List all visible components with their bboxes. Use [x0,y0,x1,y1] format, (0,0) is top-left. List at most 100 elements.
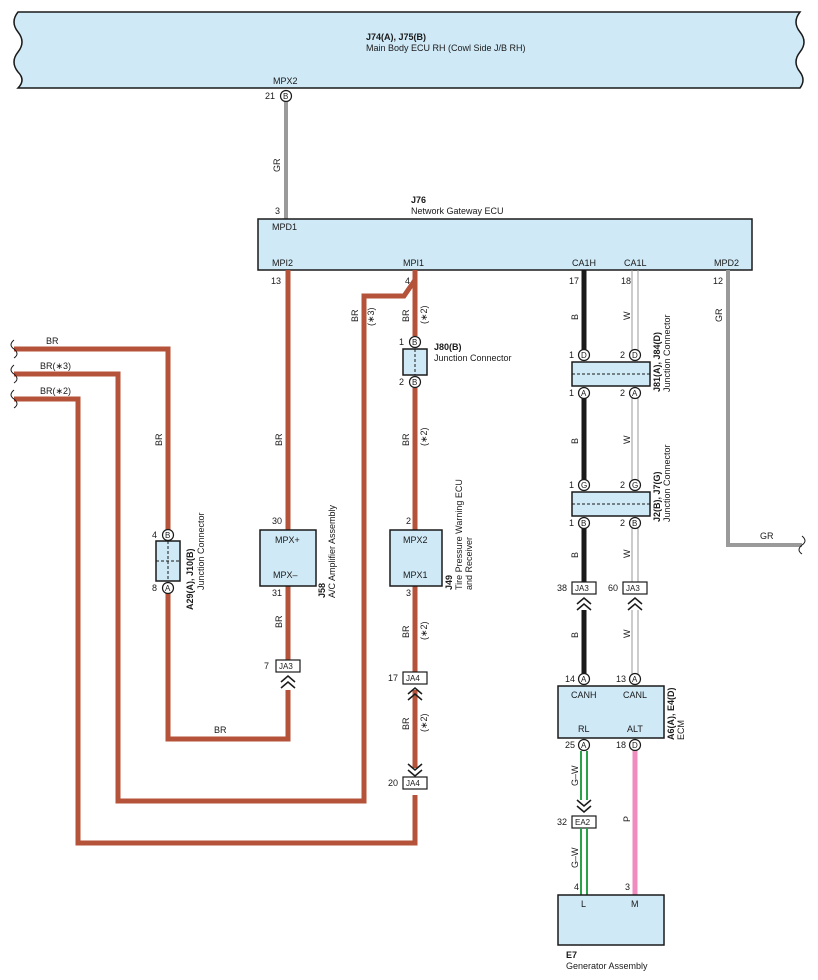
wire-label-br-mpi1: BR [401,309,411,322]
ecm-canh-num: 14 [565,674,575,684]
wire-label-w-1: W [622,311,632,320]
ecm-rl-pin [577,738,591,752]
wire-label-br-mpi1-suffix: (∗2) [419,305,429,324]
a29-bottom-num: 8 [152,583,157,593]
j81-top2-letter: D [632,351,638,360]
ecm-box [557,685,665,739]
a29-top-num: 4 [152,530,157,540]
ja3-38-chevron [576,597,592,611]
break-mark-gr-right [798,535,806,555]
ja4-17-box [402,671,428,685]
j2-bot1-num: 1 [569,518,574,528]
j2-bot2-num: 2 [620,518,625,528]
j58-name: A/C Amplifier Assembly [327,504,337,598]
wire-label-gr-3: GR [760,531,774,541]
wire-label-br-top: BR [46,336,59,346]
j81-code: J81(A), J84(D) [652,332,662,392]
j81-top1-letter: D [581,351,587,360]
ea2-box [571,815,597,829]
gateway-ecu-name: Network Gateway ECU [411,206,504,216]
j49-name-1: Tire Pressure Warning ECU [454,479,464,590]
wire-label-br-j49-suffix: (∗2) [419,621,429,640]
wire-label-br-j80: BR [401,433,411,446]
wire-br-top [14,346,171,530]
main-body-ecu-pin-num: 21 [265,91,275,101]
ja3-60-num: 60 [608,583,618,593]
j80-top-num: 1 [399,337,404,347]
j2-bot2-pin [628,516,642,530]
wire-label-br3-vert: BR [350,309,360,322]
wire-label-br-j58: BR [274,615,284,628]
gateway-pin-ca1h-num: 17 [569,276,579,286]
wire-label-br-a29: BR [154,433,164,446]
ecm-canl-letter: A [632,675,638,684]
ja4-20-num: 20 [388,778,398,788]
j2-top2-letter: G [632,481,638,490]
ja4-20-box [402,776,428,790]
j58-code: J58 [317,583,327,598]
wire-label-br3: BR(∗3) [40,361,71,371]
wire-gr-mpd2 [726,270,802,547]
gateway-ecu-box [257,218,753,271]
wire-br-a29-bottom [165,592,291,742]
generator-code: E7 [566,950,577,960]
gateway-pin-mpi2: MPI2 [272,258,293,268]
ja3-7-num: 7 [264,661,269,671]
ecm-alt-num: 18 [616,740,626,750]
wire-w-ca1l [631,270,639,674]
j58-box [259,529,317,587]
wire-label-gw-1: G–W [570,765,580,786]
ecm-pin-rl: RL [578,724,590,734]
j81-top1-pin [577,348,591,362]
j81-bot1-letter: A [581,389,587,398]
j80-bottom-pin [408,375,422,389]
j80-bottom-pin-letter: B [412,378,417,387]
ecm-pin-canl: CANL [623,690,647,700]
ecm-rl-letter: A [581,741,587,750]
main-body-ecu-code: J74(A), J75(B) [366,32,426,42]
wire-label-w-4: W [622,629,632,638]
gateway-pin-ca1l-num: 18 [621,276,631,286]
generator-box [557,894,665,946]
break-mark-br3 [10,364,18,384]
ja3-7-label: JA3 [279,662,293,671]
gateway-pin-mpi2-num: 13 [271,276,281,286]
ea2-chevron [576,799,592,813]
j58-pin-bot: MPX– [273,570,298,580]
j2-bot1-letter: B [581,519,586,528]
generator-num-m: 3 [625,882,630,892]
wire-gw-ea2-e7 [580,828,588,895]
j81-top2-pin [628,348,642,362]
gateway-pin-mpd2: MPD2 [714,258,739,268]
j2-top1-letter: G [581,481,587,490]
j2-bot2-letter: B [632,519,637,528]
break-mark-br-top [10,339,18,359]
generator-pin-l: L [581,899,586,909]
j80-name: Junction Connector [434,353,512,363]
j49-pin-top: MPX2 [403,535,428,545]
wire-label-br-mpi2: BR [274,433,284,446]
ja3-7-chevron [280,675,296,689]
ecm-alt-pin [628,738,642,752]
wire-label-br-j49: BR [401,625,411,638]
wire-br3 [14,278,418,804]
j81-bot2-letter: A [632,389,638,398]
j80-code: J80(B) [434,342,462,352]
wire-label-br2: BR(∗2) [40,386,71,396]
generator-pin-m: M [631,899,639,909]
main-body-ecu-pin-conn [279,89,293,103]
generator-name: Generator Assembly [566,961,648,971]
j81-bot2-pin [628,386,642,400]
main-body-ecu-pin-conn-letter: B [283,92,288,101]
ecm-rl-num: 25 [565,740,575,750]
gateway-pin-mpd1-num: 3 [275,206,280,216]
ja4-17-num: 17 [388,673,398,683]
wire-label-gr-2: GR [714,308,724,322]
ja3-60-label: JA3 [626,584,640,593]
ecm-alt-letter: D [632,741,638,750]
ecm-pin-canh: CANH [571,690,597,700]
gateway-ecu-code: J76 [411,195,426,205]
ecm-canl-num: 13 [616,674,626,684]
wire-label-w-2: W [622,435,632,444]
